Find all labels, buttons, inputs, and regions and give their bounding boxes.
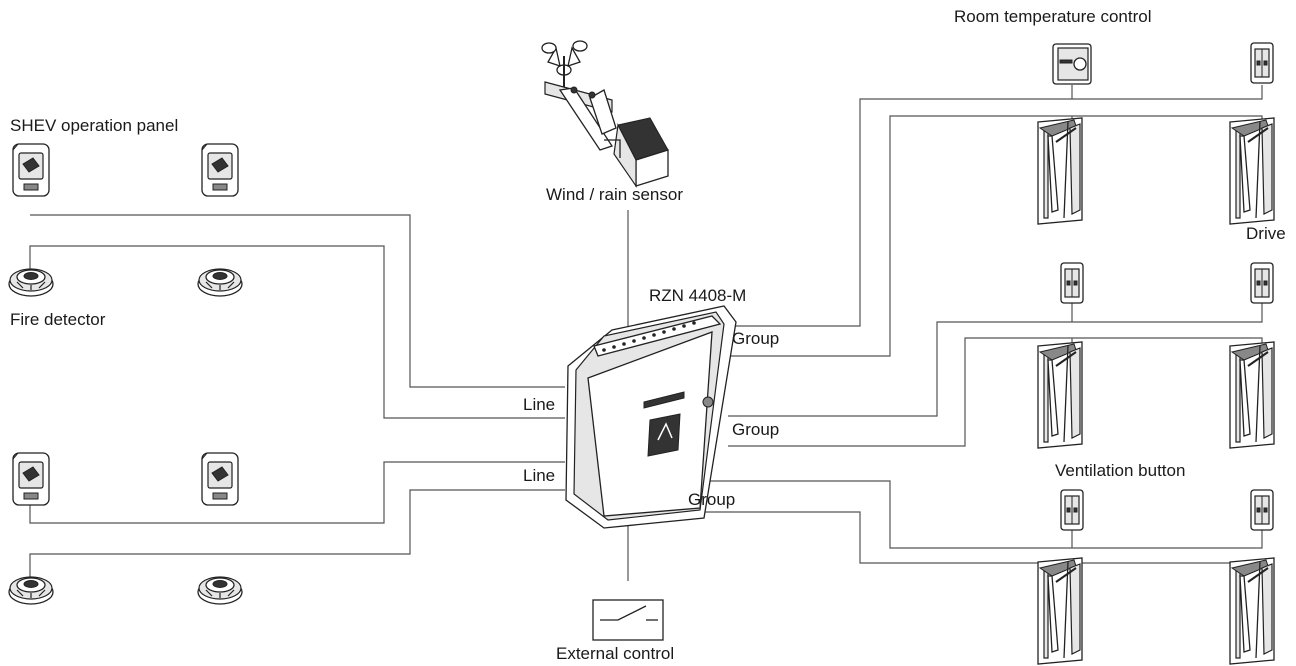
smoke-detector-icon <box>197 268 243 297</box>
rzn-model-label: RZN 4408-M <box>649 286 747 305</box>
shev-operation-panel-label: SHEV operation panel <box>10 116 179 135</box>
wire-group2-b <box>728 337 1263 447</box>
wire-panel-row1 <box>30 214 565 388</box>
ventilation-button-icon <box>1250 42 1274 84</box>
window-drive-icon <box>1229 117 1275 225</box>
smoke-detector-icon <box>197 576 243 605</box>
rzn-control-unit-icon <box>565 305 737 529</box>
wire-group1-b <box>728 115 1263 357</box>
window-drive-icon <box>1037 341 1083 449</box>
shev-operation-panel-icon <box>12 452 50 506</box>
wire-group2-a <box>728 300 1263 417</box>
wire-panel-row2 <box>29 461 565 524</box>
wire-group3-a <box>680 480 1263 549</box>
line-label-2: Line <box>523 466 556 485</box>
wire-detector-row2 <box>29 489 565 578</box>
ventilation-button-icon <box>1060 262 1084 304</box>
ventilation-button-icon <box>1250 262 1274 304</box>
switch-contact-icon <box>592 599 664 641</box>
window-drive-icon <box>1037 117 1083 225</box>
ventilation-button-icon <box>1060 489 1084 531</box>
group-label-3: Group <box>688 490 736 509</box>
group-label-1: Group <box>732 329 780 348</box>
smoke-detector-icon <box>8 268 54 297</box>
wire-group1-a <box>728 85 1263 327</box>
room-thermostat-icon <box>1052 43 1092 85</box>
wire-group3-b <box>660 511 1263 578</box>
fire-detector-label: Fire detector <box>10 310 106 329</box>
line-label-1: Line <box>523 395 556 414</box>
external-control-label: External control <box>556 644 675 663</box>
room-temperature-control-label: Room temperature control <box>954 7 1152 26</box>
shev-operation-panel-icon <box>12 143 50 197</box>
wire-detector-row1 <box>29 245 565 419</box>
ventilation-button-icon <box>1250 489 1274 531</box>
ventilation-button-label: Ventilation button <box>1055 461 1186 480</box>
wind-rain-sensor-label: Wind / rain sensor <box>546 185 683 204</box>
drive-label: Drive <box>1246 224 1286 243</box>
anemometer-rain-sensor-icon <box>541 40 669 188</box>
window-drive-icon <box>1229 341 1275 449</box>
shev-operation-panel-icon <box>201 143 239 197</box>
smoke-detector-icon <box>8 576 54 605</box>
shev-operation-panel-icon <box>201 452 239 506</box>
group-label-2: Group <box>732 420 780 439</box>
window-drive-icon <box>1229 557 1275 665</box>
window-drive-icon <box>1037 557 1083 665</box>
